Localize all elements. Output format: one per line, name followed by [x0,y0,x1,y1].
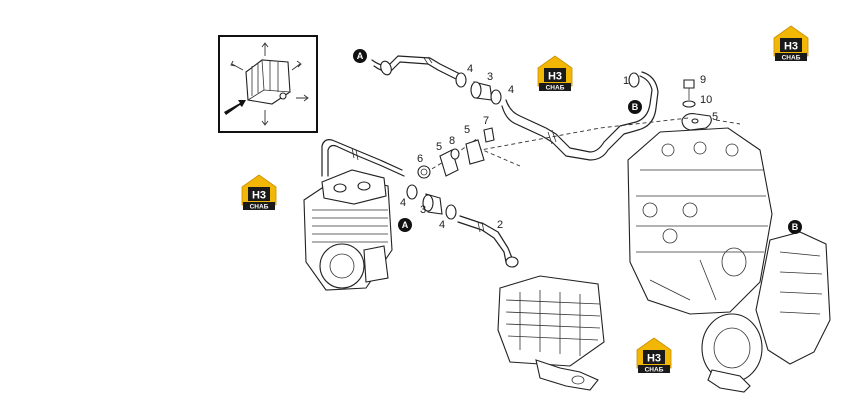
marker-circle [628,100,642,114]
callout-number: 3 [487,71,493,83]
lower-housing [497,275,605,391]
reference-marker: A [353,49,367,63]
logo-mark: H3 [784,41,798,53]
logo-mark: H3 [647,353,661,365]
logo-subtext: CHAБ [250,204,269,211]
logo-panel [780,38,802,52]
marker-letter: B [792,222,799,232]
callout-number: 5 [464,124,470,136]
reference-marker: B [628,100,642,114]
callout-number: 10 [700,94,712,106]
logo-banner [539,83,571,91]
inset-bold-arrow [224,100,246,115]
callout-number: 4 [400,197,406,209]
upper-air-pipe [371,55,461,81]
marker-circle [788,220,802,234]
reference-marker: A [398,218,412,232]
inset-part [245,59,291,105]
marker-circle [398,218,412,232]
callout-number: 4 [467,63,473,75]
logo-banner [638,365,670,373]
marker-letter: B [632,102,639,112]
callout-number: 2 [497,219,503,231]
marker-circle [353,49,367,63]
callout-number: 5 [712,111,718,123]
callout-number: 6 [417,153,423,165]
logo-panel [248,187,270,201]
flywheel-housing [701,231,831,393]
logo-banner [243,202,275,210]
reference-marker: B [788,220,802,234]
reference-markers: A B A B [353,49,802,234]
callout-number: 9 [700,74,706,86]
callout-number: 4 [439,219,445,231]
marker-letter: A [357,51,364,61]
logo-mark: H3 [252,190,266,202]
callout-number: 3 [420,204,426,216]
banjo-fitting [681,79,712,131]
lower-hose-set [406,184,519,268]
marker-letter: A [402,220,409,230]
logo-mark: H3 [548,71,562,83]
rigid-pipe-1 [501,71,659,161]
logo-subtext: CHAБ [782,55,801,62]
callout-number: 4 [508,84,514,96]
compressor-feed-pipe [321,139,405,177]
callout-number: 1 [623,75,629,87]
inset-arrows [230,42,309,126]
logo-panel [643,350,665,364]
callout-number: 7 [483,115,489,127]
engine-block [627,127,773,315]
logo-subtext: CHAБ [645,367,664,374]
logo-banner [775,53,807,61]
callout-number: 8 [449,135,455,147]
air-compressor [303,169,393,291]
logo-subtext: CHAБ [546,85,565,92]
callout-number: 5 [436,141,442,153]
middle-hardware [417,127,495,179]
detail-inset [218,35,318,133]
logo-panel [544,68,566,82]
upper-hose-set [455,72,502,105]
